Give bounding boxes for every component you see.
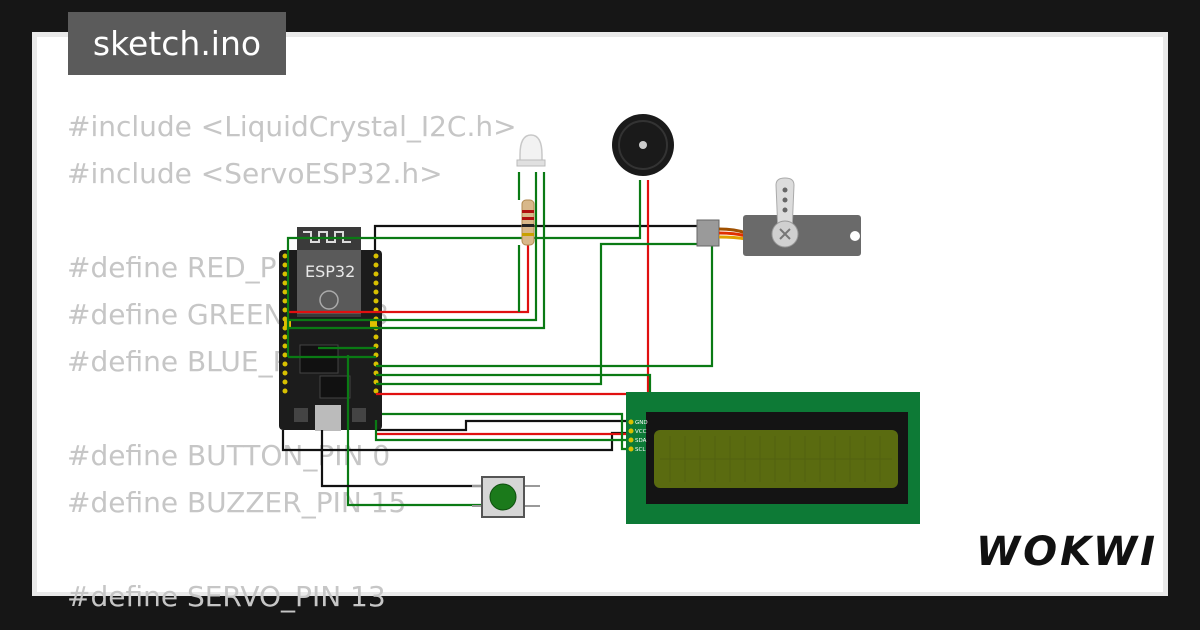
lcd-pin-label: VCC [635, 429, 647, 435]
wire-gnd-2 [376, 419, 632, 432]
wire-buzzer [286, 180, 642, 359]
wire-buzzer-pos [376, 180, 650, 396]
esp32-pin-header-left [282, 253, 288, 394]
wire-servo-vcc [376, 242, 697, 386]
rgb-led[interactable] [516, 134, 546, 167]
esp32-label: ESP32 [305, 262, 355, 281]
file-tab[interactable]: sketch.ino [68, 12, 286, 75]
wire-led-blue [288, 172, 546, 330]
lcd-display[interactable]: GND VCC SDA SCL [626, 392, 920, 524]
code-line: #define SERVO_PIN 13 [67, 580, 386, 613]
esp32-board[interactable]: ESP32 [279, 227, 382, 431]
code-line: #define BUZZER_PIN 15 [67, 486, 407, 519]
lcd-pin-label: GND [635, 420, 648, 426]
buzzer[interactable] [612, 114, 674, 176]
wire-lcd-sda [374, 420, 632, 442]
wire-button-gnd [320, 430, 482, 488]
wire-button [346, 355, 482, 507]
wire-servo-gnd [373, 224, 697, 250]
wire-led-green [288, 172, 538, 322]
boot-button[interactable] [294, 408, 308, 422]
code-background: #include <LiquidCrystal_I2C.h> #include … [67, 103, 517, 620]
reset-button[interactable] [352, 408, 366, 422]
code-line: #include <ServoESP32.h> [67, 157, 443, 190]
wokwi-logo: WOKWI [976, 529, 1159, 575]
servo-motor[interactable] [696, 177, 861, 256]
lcd-pin-label: SDA [635, 438, 647, 444]
push-button[interactable] [472, 476, 540, 518]
lcd-char-grid [660, 436, 892, 482]
wire-led-red [288, 245, 530, 314]
resistor [521, 199, 535, 246]
usb-port [315, 405, 341, 431]
servo-screw-icon [779, 228, 791, 240]
code-line: #define BUTTON_PIN 0 [67, 439, 391, 472]
wire-lcd-scl [382, 412, 632, 451]
lcd-pin-label: SCL [635, 447, 646, 453]
espressif-logo-icon [319, 290, 339, 310]
code-line: #include <LiquidCrystal_I2C.h> [67, 110, 517, 143]
